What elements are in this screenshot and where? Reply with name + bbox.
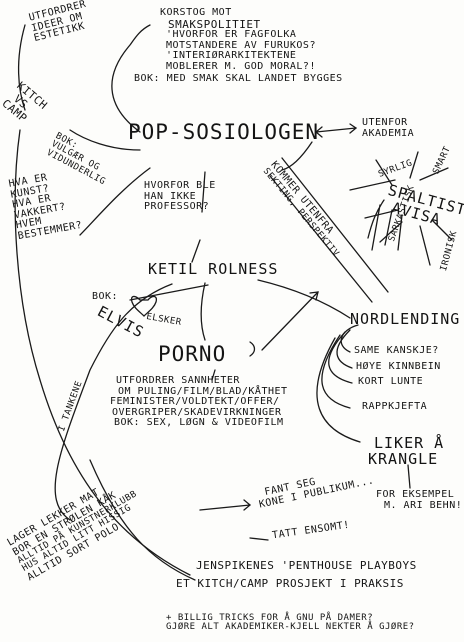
nordlending-item: KORT LUNTE (358, 376, 424, 387)
nordlending-node: NORDLENDING (350, 310, 461, 328)
nordlending-item: RAPPKJEFTA (362, 401, 428, 412)
nordlending-item: SAME KANSKJE? (354, 345, 439, 356)
nordlending-item: HØYE KINNBEIN (356, 361, 441, 372)
ketil-rolness-node: KETIL ROLNESS (148, 260, 279, 278)
porno-node: PORNO (158, 342, 227, 366)
bok-elvis-label: BOK: (92, 291, 119, 302)
porno-text: UTFORDRER SANNHETER OM PULING/FILM/BLAD/… (110, 375, 288, 428)
billig-tricks: + BILLIG TRICKS FOR Å GNU PÅ DAMER?GJØRE… (166, 613, 415, 633)
korstog-text: KORSTOG MOT SMAKSPOLITIET 'HVORFOR ER FA… (134, 7, 343, 85)
pop-sosiologen-node: POP-SOSIOLOGEN (128, 120, 320, 144)
